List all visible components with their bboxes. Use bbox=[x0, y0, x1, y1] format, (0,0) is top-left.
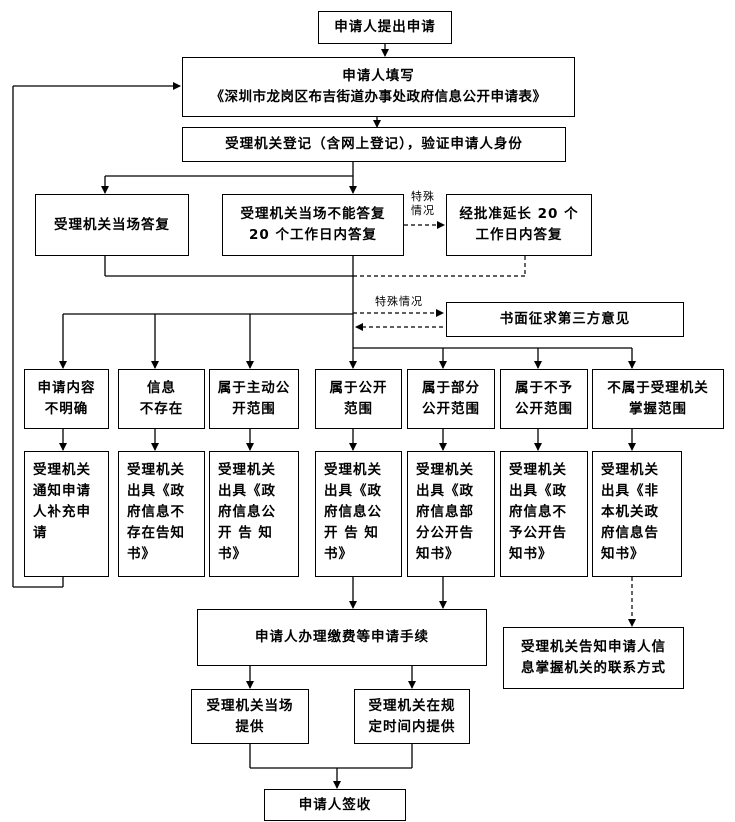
category-line: 公开范围 bbox=[515, 401, 573, 417]
provide-later-box: 受理机关在规 定时间内提供 bbox=[354, 689, 470, 744]
category-box-unclear: 申请内容 不明确 bbox=[24, 369, 109, 429]
provide-now-box: 受理机关当场 提供 bbox=[191, 689, 309, 744]
category-line: 不明确 bbox=[44, 401, 89, 417]
answer-20-line1: 受理机关当场不能答复 bbox=[240, 206, 386, 223]
category-line: 不存在 bbox=[139, 401, 184, 417]
result-line: 府信息告 bbox=[601, 524, 659, 541]
third-party-box: 书面征求第三方意见 bbox=[446, 302, 684, 337]
result-line: 予公开告 bbox=[509, 524, 567, 541]
result-line: 出具《政 bbox=[416, 482, 474, 499]
result-box-non-agency-notice: 受理机关 出具《非 本机关政 府信息告 知书》 bbox=[592, 451, 682, 577]
sign-text: 申请人签收 bbox=[298, 796, 372, 813]
provide-now-line1: 受理机关当场 bbox=[206, 697, 294, 714]
category-box-active: 属于主动公 开范围 bbox=[209, 369, 299, 429]
result-line: 府信息公 bbox=[218, 503, 276, 520]
notify-contact-line1: 受理机关告知申请人信 bbox=[521, 639, 666, 656]
result-line: 请 bbox=[33, 524, 48, 541]
result-line: 书》 bbox=[127, 545, 156, 562]
fees-box: 申请人办理缴费等申请手续 bbox=[197, 609, 487, 666]
result-line: 知书》 bbox=[509, 545, 553, 562]
result-line: 出具《政 bbox=[324, 482, 382, 499]
result-line: 出具《非 bbox=[601, 482, 659, 499]
register-text: 受理机关登记（含网上登记），验证申请人身份 bbox=[225, 136, 523, 153]
provide-later-line1: 受理机关在规 bbox=[368, 697, 456, 714]
extend-20-line1: 经批准延长 20 个 bbox=[459, 206, 579, 223]
category-line: 开范围 bbox=[232, 401, 276, 417]
result-line: 开 告 知 bbox=[218, 524, 273, 541]
special-label-1-line2: 情况 bbox=[411, 204, 435, 218]
category-box-withheld: 属于不予 公开范围 bbox=[500, 369, 588, 429]
result-line: 人补充申 bbox=[33, 503, 91, 520]
category-line: 申请内容 bbox=[37, 380, 96, 397]
fill-form-box: 申请人填写 《深圳市龙岗区布吉街道办事处政府信息公开申请表》 bbox=[182, 57, 575, 117]
fill-form-line1: 申请人填写 bbox=[342, 68, 415, 85]
category-box-out-of-scope: 不属于受理机关 掌握范围 bbox=[592, 369, 724, 429]
result-line: 府信息不 bbox=[509, 503, 567, 520]
result-line: 通知申请 bbox=[33, 482, 91, 499]
provide-now-line2: 提供 bbox=[235, 718, 265, 735]
answer-20-line2: 20 个工作日内答复 bbox=[249, 227, 377, 243]
result-line: 出具《政 bbox=[218, 482, 276, 499]
category-line: 信息 bbox=[147, 380, 176, 397]
provide-later-line2: 定时间内提供 bbox=[368, 718, 456, 735]
category-box-not-exist: 信息 不存在 bbox=[118, 369, 205, 429]
answer-20-box: 受理机关当场不能答复 20 个工作日内答复 bbox=[222, 194, 404, 256]
result-box-supplement: 受理机关 通知申请 人补充申 请 bbox=[24, 451, 109, 577]
result-box-partial-notice: 受理机关 出具《政 府信息部 分公开告 知书》 bbox=[407, 451, 495, 577]
result-line: 知书》 bbox=[601, 545, 645, 562]
result-line: 受理机关 bbox=[127, 462, 185, 478]
special-label-2: 特殊情况 bbox=[375, 295, 423, 309]
notify-contact-box: 受理机关告知申请人信 息掌握机关的联系方式 bbox=[503, 627, 684, 689]
fees-text: 申请人办理缴费等申请手续 bbox=[255, 629, 429, 646]
result-box-public-notice: 受理机关 出具《政 府信息公 开 告 知 书》 bbox=[315, 451, 402, 577]
result-line: 府信息公 bbox=[324, 503, 382, 520]
result-line: 受理机关 bbox=[324, 462, 382, 478]
result-line: 开 告 知 bbox=[324, 524, 379, 541]
result-line: 分公开告 bbox=[416, 524, 474, 541]
third-party-text: 书面征求第三方意见 bbox=[499, 311, 631, 328]
result-box-withheld-notice: 受理机关 出具《政 府信息不 予公开告 知书》 bbox=[500, 451, 588, 577]
result-box-active-notice: 受理机关 出具《政 府信息公 开 告 知 书》 bbox=[209, 451, 299, 577]
category-line: 范围 bbox=[344, 401, 373, 417]
category-line: 掌握范围 bbox=[629, 401, 687, 417]
result-box-not-exist-notice: 受理机关 出具《政 府信息不 存在告知 书》 bbox=[118, 451, 205, 577]
register-box: 受理机关登记（含网上登记），验证申请人身份 bbox=[182, 127, 566, 162]
category-line: 属于公开 bbox=[329, 380, 388, 397]
apply-text: 申请人提出申请 bbox=[334, 19, 436, 36]
result-line: 受理机关 bbox=[33, 462, 91, 478]
notify-contact-line2: 息掌握机关的联系方式 bbox=[521, 660, 666, 676]
result-line: 府信息不 bbox=[127, 503, 185, 520]
result-line: 书》 bbox=[218, 545, 247, 562]
category-line: 不属于受理机关 bbox=[607, 380, 709, 397]
result-line: 受理机关 bbox=[218, 462, 276, 478]
result-line: 知书》 bbox=[416, 545, 460, 562]
result-line: 本机关政 bbox=[601, 503, 659, 520]
result-line: 受理机关 bbox=[601, 462, 659, 478]
extend-20-box: 经批准延长 20 个 工作日内答复 bbox=[446, 194, 592, 256]
answer-on-site-text: 受理机关当场答复 bbox=[54, 216, 170, 233]
result-line: 府信息部 bbox=[416, 503, 474, 520]
special-label-2-text: 特殊情况 bbox=[375, 295, 423, 308]
result-line: 受理机关 bbox=[416, 462, 474, 478]
fill-form-line2: 《深圳市龙岗区布吉街道办事处政府信息公开申请表》 bbox=[210, 89, 547, 105]
special-label-1: 特殊 情况 bbox=[411, 190, 435, 219]
result-line: 书》 bbox=[324, 545, 353, 562]
category-box-partial: 属于部分 公开范围 bbox=[407, 369, 495, 429]
category-line: 属于部分 bbox=[422, 380, 480, 397]
category-line: 属于主动公 bbox=[217, 380, 291, 397]
category-box-public: 属于公开 范围 bbox=[315, 369, 402, 429]
result-line: 出具《政 bbox=[509, 482, 567, 499]
result-line: 存在告知 bbox=[127, 524, 185, 541]
answer-on-site-box: 受理机关当场答复 bbox=[35, 194, 189, 256]
result-line: 受理机关 bbox=[509, 462, 567, 478]
apply-box: 申请人提出申请 bbox=[318, 11, 452, 44]
special-label-1-line1: 特殊 bbox=[411, 190, 435, 203]
extend-20-line2: 工作日内答复 bbox=[475, 227, 563, 243]
category-line: 公开范围 bbox=[422, 401, 480, 417]
category-line: 属于不予 bbox=[515, 380, 573, 397]
sign-box: 申请人签收 bbox=[264, 789, 406, 821]
result-line: 出具《政 bbox=[127, 482, 185, 499]
